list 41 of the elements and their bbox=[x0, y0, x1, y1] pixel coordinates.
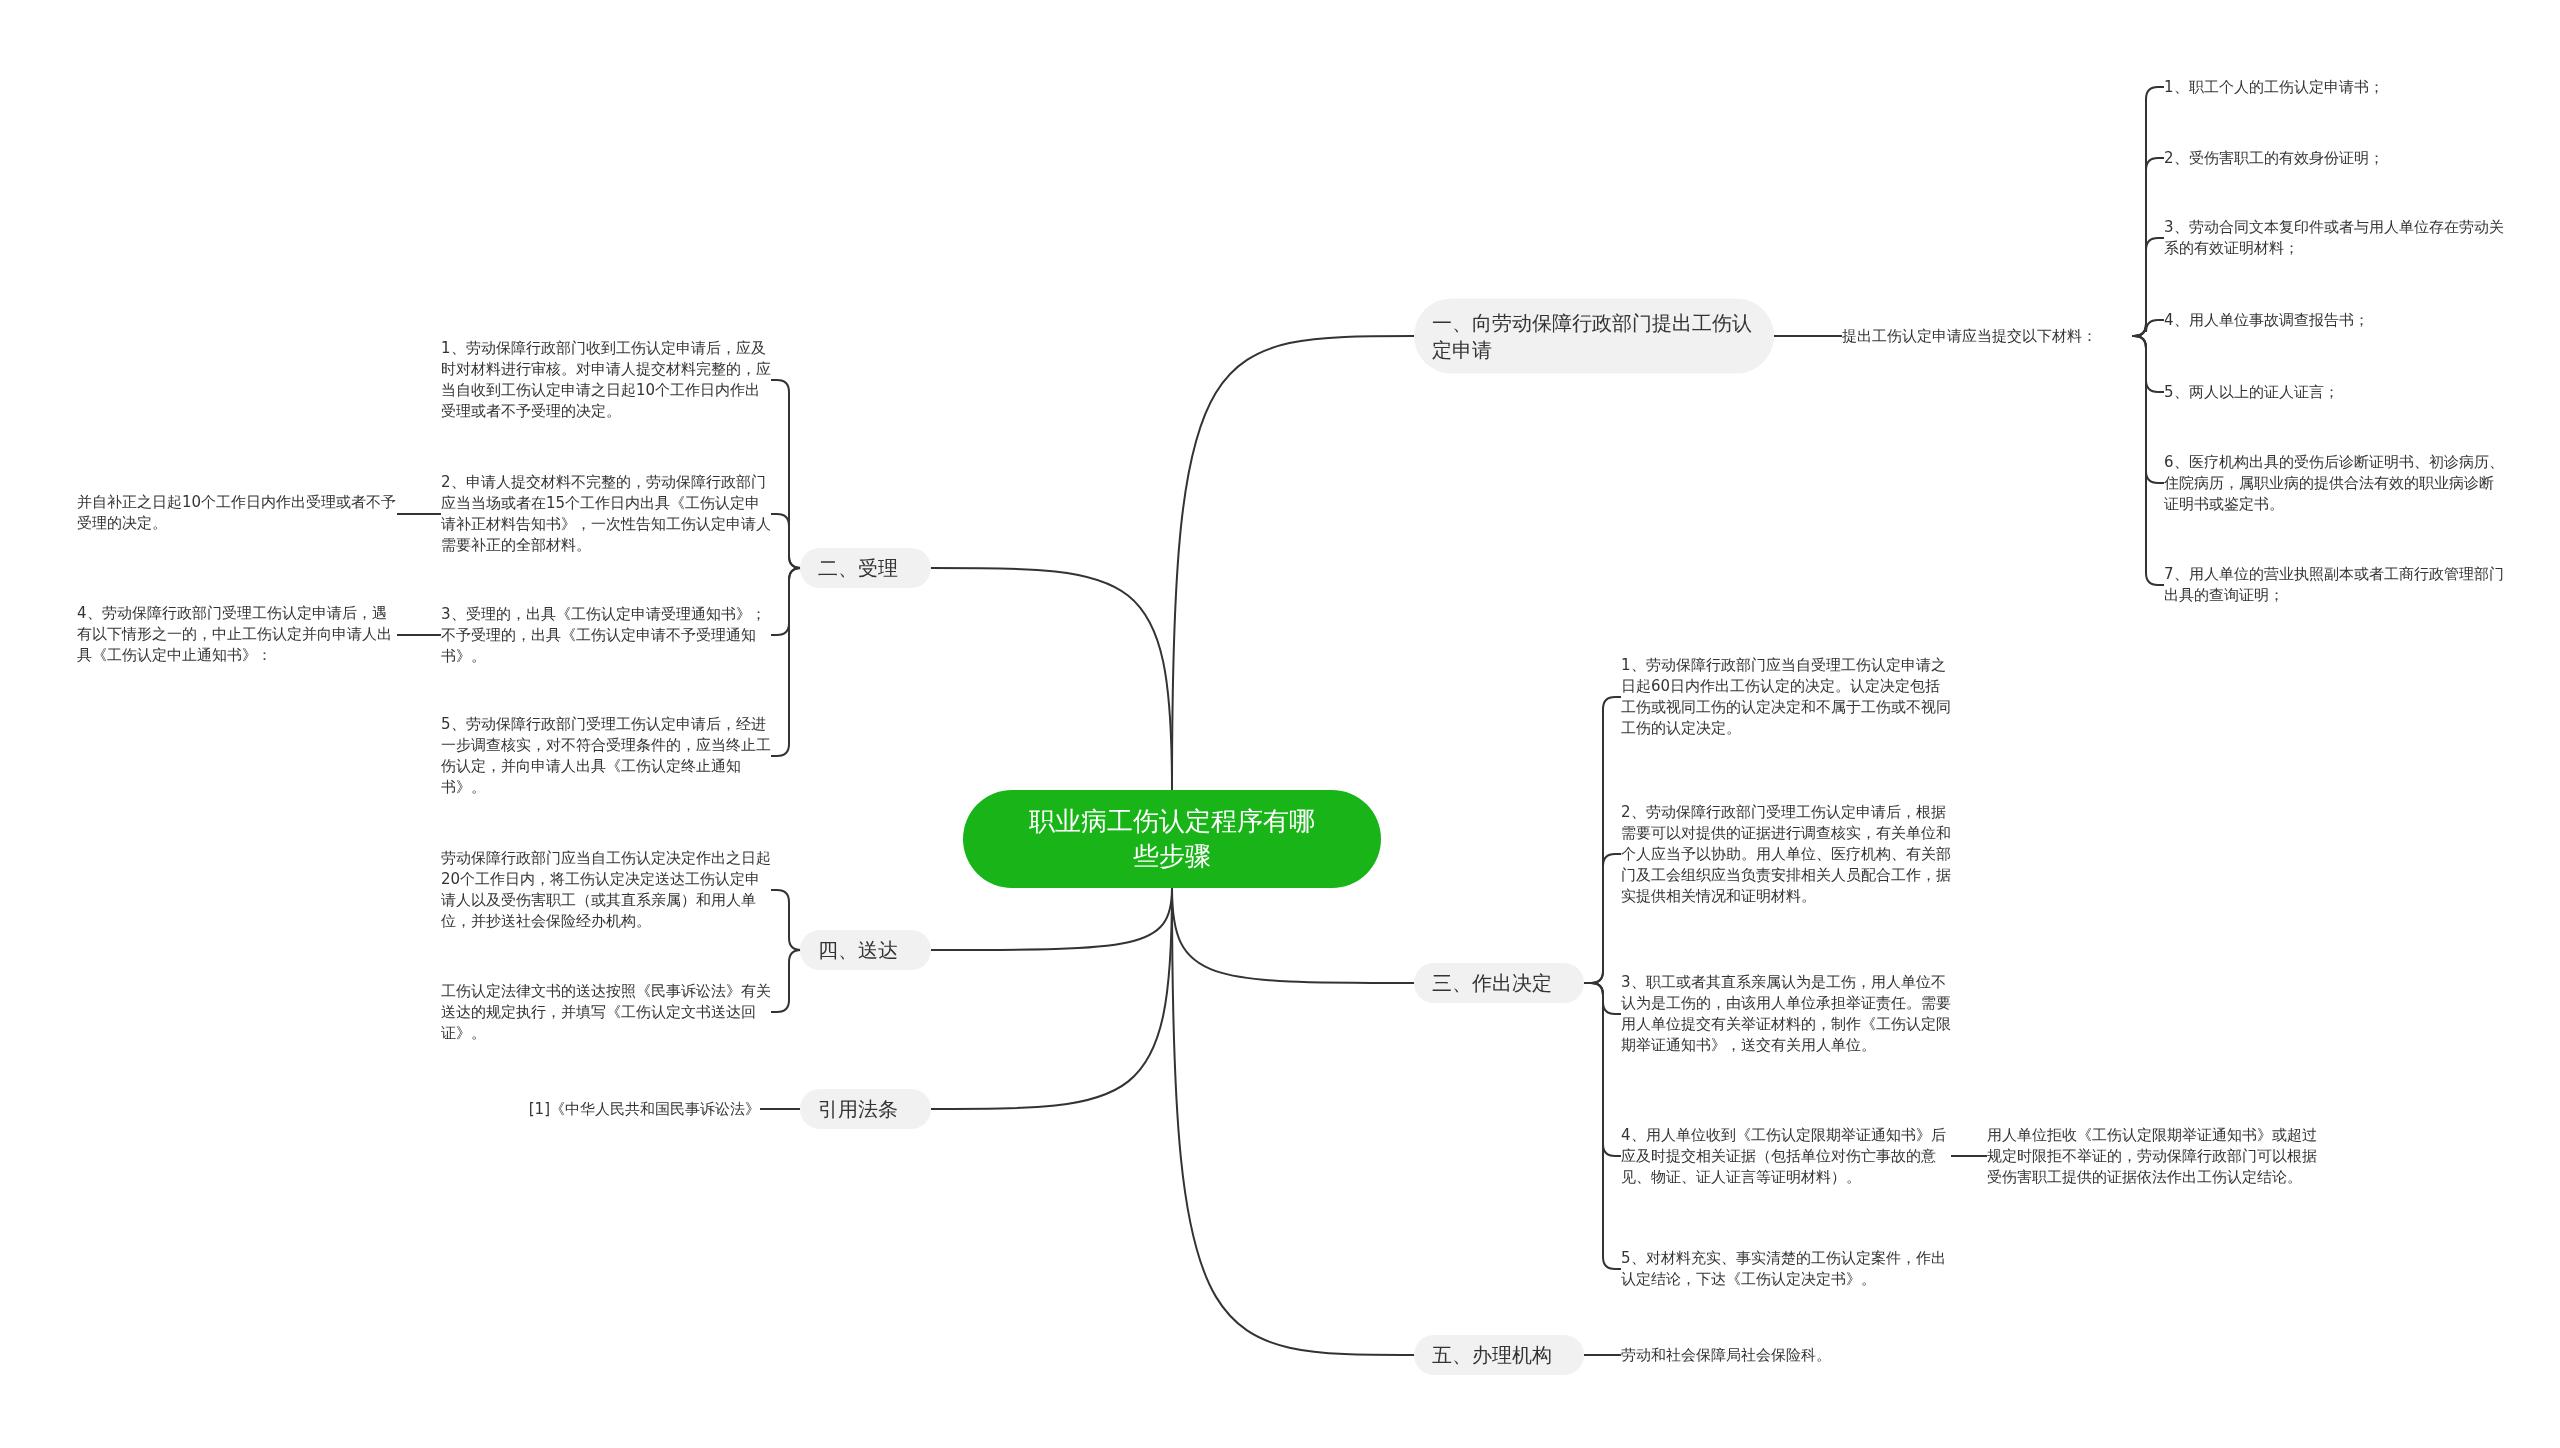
connector-line bbox=[1583, 982, 1622, 1270]
topic-text: 7、用人单位的营业执照副本或者工商行政管理部门出具的查询证明； bbox=[2164, 564, 2504, 606]
connector-line bbox=[1773, 335, 1843, 337]
connector-line bbox=[770, 949, 802, 1013]
connector-line bbox=[759, 1108, 801, 1110]
connector-line bbox=[2131, 335, 2165, 586]
topic-text: 1、职工个人的工伤认定申请书； bbox=[2164, 76, 2504, 98]
topic-text: 2、受伤害职工的有效身份证明； bbox=[2164, 147, 2504, 169]
topic-text: 劳动和社会保障局社会保险科。 bbox=[1621, 1344, 1881, 1366]
connector-line bbox=[396, 513, 442, 515]
branch-topic: 三、作出决定 bbox=[1414, 963, 1584, 1003]
topic-text: 4、劳动保障行政部门受理工伤认定申请后，遇有以下情形之一的，中止工伤认定并向申请人出具《工伤认定中止通知书》： bbox=[77, 602, 397, 666]
connector-line bbox=[770, 567, 802, 757]
branch-topic: 一、向劳动保障行政部门提出工伤认定申请 bbox=[1414, 298, 1774, 374]
topic-text: 5、对材料充实、事实清楚的工伤认定案件，作出认定结论，下达《工伤认定决定书》。 bbox=[1621, 1248, 1951, 1290]
topic-text: 3、职工或者其直系亲属认为是工伤，用人单位不认为是工伤的，由该用人单位承担举证责任。需要用人单位提交有关举证材料的，制作《工伤认定限期举证通知书》，送交有关用人单位。 bbox=[1621, 972, 1951, 1056]
topic-text: [1]《中华人民共和国民事诉讼法》 bbox=[440, 1098, 760, 1120]
topic-text: 4、用人单位收到《工伤认定限期举证通知书》后应及时提交相关证据（包括单位对伤亡事故的意见、物证、证人证言等证明材料）。 bbox=[1621, 1124, 1951, 1188]
branch-topic: 五、办理机构 bbox=[1414, 1335, 1584, 1375]
central-topic: 职业病工伤认定程序有哪些步骤 bbox=[963, 790, 1381, 888]
topic-text: 2、申请人提交材料不完整的，劳动保障行政部门应当当场或者在15个工作日内出具《工伤认定申请补正材料告知书》，一次性告知工伤认定申请人需要补正的全部材料。 bbox=[441, 472, 771, 556]
branch-topic: 引用法条 bbox=[800, 1089, 931, 1129]
topic-text: 劳动保障行政部门应当自工伤认定决定作出之日起20个工作日内，将工伤认定决定送达工伤认定申请人以及受伤害职工（或其直系亲属）和用人单位，并抄送社会保险经办机构。 bbox=[441, 848, 771, 932]
topic-text: 提出工伤认定申请应当提交以下材料： bbox=[1842, 325, 2132, 347]
topic-text: 5、劳动保障行政部门受理工伤认定申请后，经进一步调查核实，对不符合受理条件的，应当终止工伤认定，并向申请人出具《工伤认定终止通知书》。 bbox=[441, 714, 771, 798]
topic-text: 1、劳动保障行政部门应当自受理工伤认定申请之日起60日内作出工伤认定的决定。认定决定包括工伤或视同工伤的认定决定和不属于工伤或不视同工伤的认定决定。 bbox=[1621, 655, 1951, 739]
topic-text: 6、医疗机构出具的受伤后诊断证明书、初诊病历、住院病历，属职业病的提供合法有效的职业病诊断证明书或鉴定书。 bbox=[2164, 451, 2504, 515]
topic-text: 并自补正之日起10个工作日内作出受理或者不予受理的决定。 bbox=[77, 492, 397, 534]
branch-topic: 四、送达 bbox=[800, 930, 931, 970]
topic-text: 3、受理的，出具《工伤认定申请受理通知书》；不予受理的，出具《工伤认定申请不予受理通知书》。 bbox=[441, 603, 771, 667]
branch-topic: 二、受理 bbox=[800, 548, 931, 588]
topic-text: 工伤认定法律文书的送达按照《民事诉讼法》有关送达的规定执行，并填写《工伤认定文书送达回证》。 bbox=[441, 980, 771, 1044]
topic-text: 5、两人以上的证人证言； bbox=[2164, 381, 2504, 403]
topic-text: 4、用人单位事故调查报告书； bbox=[2164, 309, 2504, 331]
connector-line bbox=[1950, 1155, 1988, 1157]
connector-line bbox=[1583, 1354, 1622, 1356]
topic-text: 1、劳动保障行政部门收到工伤认定申请后，应及时对材料进行审核。对申请人提交材料完整的，应当自收到工伤认定申请之日起10个工作日内作出受理或者不予受理的决定。 bbox=[441, 338, 771, 422]
topic-text: 3、劳动合同文本复印件或者与用人单位存在劳动关系的有效证明材料； bbox=[2164, 217, 2504, 259]
topic-text: 用人单位拒收《工伤认定限期举证通知书》或超过规定时限拒不举证的，劳动保障行政部门可以根据受伤害职工提供的证据依法作出工伤认定结论。 bbox=[1987, 1124, 2317, 1188]
connector-line bbox=[396, 634, 442, 636]
topic-text: 2、劳动保障行政部门受理工伤认定申请后，根据需要可以对提供的证据进行调查核实，有关单位和个人应当予以协助。用人单位、医疗机构、有关部门及工会组织应当负责安排相关人员配合工作，据实提供相关情况和证明材料。 bbox=[1621, 801, 1951, 907]
